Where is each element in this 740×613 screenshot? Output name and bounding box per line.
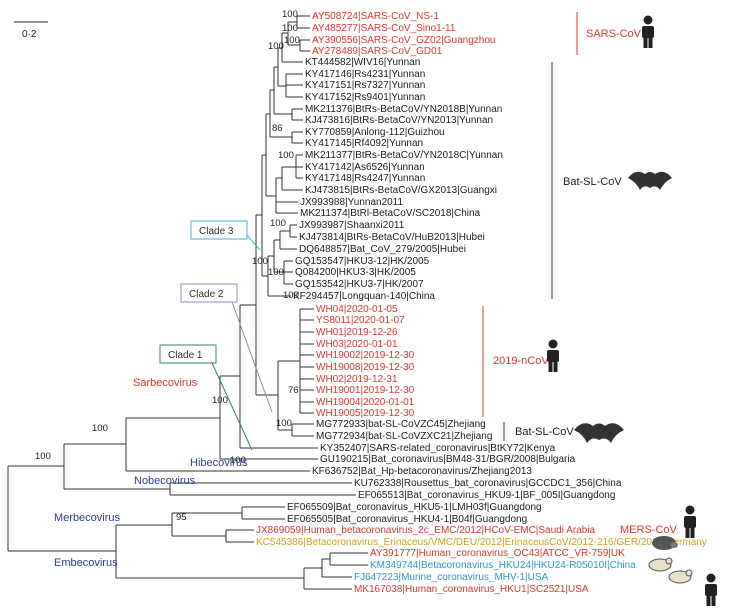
taxon-label: KF636752|Bat_Hp-betacoronavirus/Zhejiang… (312, 466, 532, 477)
taxon-label: MK211377|BtRs-BetaCoV/YN2018C|Yunnan (305, 150, 503, 161)
taxon-label: AY391777|Human_coronavirus_OC43|ATCC_VR-… (370, 548, 625, 559)
clade-1-label: Clade 1 (168, 350, 203, 361)
genus-label-merbecovirus: Merbecovirus (54, 512, 121, 524)
taxon-label: JX993987|Shaanxi2011 (299, 220, 405, 231)
taxon-label: WH03|2020-01-01 (316, 339, 398, 350)
taxon-label: WH19002|2019-12-30 (316, 350, 415, 361)
taxon-labels: AY508724|SARS-CoV_NS-1 AY485277|SARS-CoV… (256, 11, 707, 595)
taxon-label: KY417145|Rf4092|Yunnan (305, 138, 423, 149)
bootstrap-value: 100 (278, 150, 294, 161)
clade-2-label: Clade 2 (189, 289, 224, 300)
taxon-label: Q084200|HKU3-3|HK/2005 (295, 267, 416, 278)
hedgehog-icon (652, 536, 678, 550)
scale-bar: 0·2 (14, 21, 48, 40)
taxon-label: KJ473816|BtRs-BetaCoV/YN2013|Yunnan (305, 115, 493, 126)
bat-icon (628, 171, 672, 190)
human-icon (642, 15, 654, 48)
bootstrap-value: 100 (283, 290, 299, 301)
taxon-label: AY390556|SARS-CoV_GZ02|Guangzhou (312, 35, 495, 46)
taxon-label: WH19008|2019-12-30 (316, 362, 415, 373)
taxon-label: GQ153547|HKU3-12|HK/2005 (295, 256, 430, 267)
genus-label-hibecovirus: Hibecovirus (190, 457, 248, 469)
bootstrap-value: 100 (212, 395, 228, 406)
bootstrap-value: 100 (252, 256, 268, 267)
bat-icon (574, 423, 624, 443)
taxon-label: EF065513|Bat_coronavirus_HKU9-1|BF_005I|… (358, 490, 615, 501)
clade-3-label: Clade 3 (199, 226, 234, 237)
taxon-label: AY278489|SARS-CoV_GD01 (312, 46, 443, 57)
human-icon (684, 505, 696, 538)
clade-callouts: Clade 3 Clade 2 Clade 1 (159, 220, 273, 451)
taxon-label: EF065509|Bat_coronavirus_HKU5-1|LMH03f|G… (287, 502, 542, 513)
taxon-label: DQ648857|Bat_CoV_279/2005|Hubei (299, 244, 466, 255)
taxon-label: MK167038|Human_coronavirus_HKU1|SC2521|U… (354, 584, 589, 595)
taxon-label: KY770859|Anlong-112|Guizhou (305, 127, 445, 138)
rodent-icon (668, 569, 693, 584)
taxon-label: KY417146|Rs4231|Yunnan (305, 69, 425, 80)
taxon-label: KY352407|SARS-related_coronavirus|BtKY72… (320, 443, 556, 454)
taxon-label: GQ153542|HKU3-7|HK/2007 (295, 279, 424, 290)
taxon-label: AY508724|SARS-CoV_NS-1 (312, 11, 439, 22)
taxon-label: KM349744|Betacoronavirus_HKU24|HKU24-R05… (370, 560, 636, 571)
human-icon (705, 573, 717, 606)
taxon-label: MG772933|bat-SL-CoVZC45|Zhejiang (316, 419, 486, 430)
group-label-bat-sl-cov: Bat-SL-CoV (563, 176, 622, 188)
taxon-label: MG772934|bat-SL-CoVZXC21|Zhejiang (316, 431, 492, 442)
group-label-2019-ncov: 2019-nCoV (493, 355, 549, 367)
scale-label: 0·2 (22, 29, 37, 40)
taxon-label: KF294457|Longquan-140|China (293, 291, 435, 302)
taxon-label: JX993988|Yunnan2011 (300, 197, 404, 208)
taxon-label: WH02|2019-12-31 (316, 374, 398, 385)
group-label-mers-cov: MERS-CoV (620, 524, 678, 536)
taxon-label: KJ473814|BtRs-BetaCoV/HuB2013|Hubei (299, 232, 485, 243)
taxon-label: FJ647223|Murine_coronavirus_MHV-1|USA (354, 572, 549, 583)
taxon-label: MK211374|BtRl-BetaCoV/SC2018|China (300, 208, 481, 219)
bootstrap-value: 100 (92, 423, 108, 434)
taxon-label: KU762338|Rousettus_bat_coronavirus|GCCDC… (354, 478, 622, 489)
taxon-label: MK211376|BtRs-BetaCoV/YN2018B|Yunnan (305, 104, 502, 115)
taxon-label: KT444582|WIV16|Yunnan (305, 57, 420, 68)
bootstrap-value: 100 (230, 455, 246, 466)
taxon-label: KY417151|Rs7327|Yunnan (305, 80, 425, 91)
genus-labels: Sarbecovirus Hibecovirus Nobecovirus Mer… (54, 377, 248, 569)
genus-label-embecovirus: Embecovirus (54, 557, 118, 569)
taxon-label: JX869059|Human_betacoronavirus_2c_EMC/20… (256, 525, 596, 536)
group-brackets: SARS-CoV Bat-SL-CoV 2019-nCoV Bat-SL-CoV… (482, 12, 678, 536)
bootstrap-value: 100 (282, 9, 298, 20)
bootstrap-value: 76 (288, 385, 299, 396)
genus-label-sarbecovirus: Sarbecovirus (133, 377, 198, 389)
group-label-bat-sl-cov-zc: Bat-SL-CoV (515, 426, 574, 438)
bootstrap-values: 100 100 100 100 86 100 100 100 100 100 7… (35, 9, 300, 523)
taxon-label: YS8011|2020-01-07 (316, 315, 405, 326)
taxon-label: WH04|2020-01-05 (316, 304, 398, 315)
taxon-label: WH19005|2019-12-30 (316, 408, 415, 419)
taxon-label: KC545386|Betacoronavirus_Erinaceus/VMC/D… (256, 537, 707, 548)
group-label-sars-cov: SARS-CoV (586, 28, 642, 40)
bootstrap-value: 100 (284, 35, 300, 46)
taxon-label: EF065505|Bat_coronavirus_HKU4-1|B04f|Gua… (287, 514, 527, 525)
human-icon (547, 339, 559, 372)
bootstrap-value: 95 (176, 512, 187, 523)
bootstrap-value: 100 (35, 451, 51, 462)
taxon-label: KY417152|Rs9401|Yunnan (305, 92, 425, 103)
bootstrap-value: 100 (270, 218, 286, 229)
taxon-label: AY485277|SARS-CoV_Sino1-11 (312, 23, 456, 34)
genus-label-nobecovirus: Nobecovirus (134, 475, 196, 487)
taxon-label: KY417142|As6526|Yunnan (305, 162, 425, 173)
bootstrap-value: 100 (282, 23, 298, 34)
bootstrap-value: 100 (268, 267, 284, 278)
taxon-label: WH01|2019-12-26 (316, 327, 398, 338)
taxon-label: KY417148|Rs4247|Yunnan (305, 173, 425, 184)
taxon-label: WH19001|2019-12-30 (316, 385, 415, 396)
bootstrap-value: 100 (276, 418, 292, 429)
taxon-label: GU190215|Bat_coronavirus|BM48-31/BGR/200… (320, 454, 576, 465)
bootstrap-value: 86 (272, 123, 283, 134)
taxon-label: KJ473815|BtRs-BetaCoV/GX2013|Guangxi (305, 185, 497, 196)
taxon-label: WH19004|2020-01-01 (316, 397, 415, 408)
rodent-icon (648, 557, 673, 572)
bootstrap-value: 100 (268, 41, 284, 52)
